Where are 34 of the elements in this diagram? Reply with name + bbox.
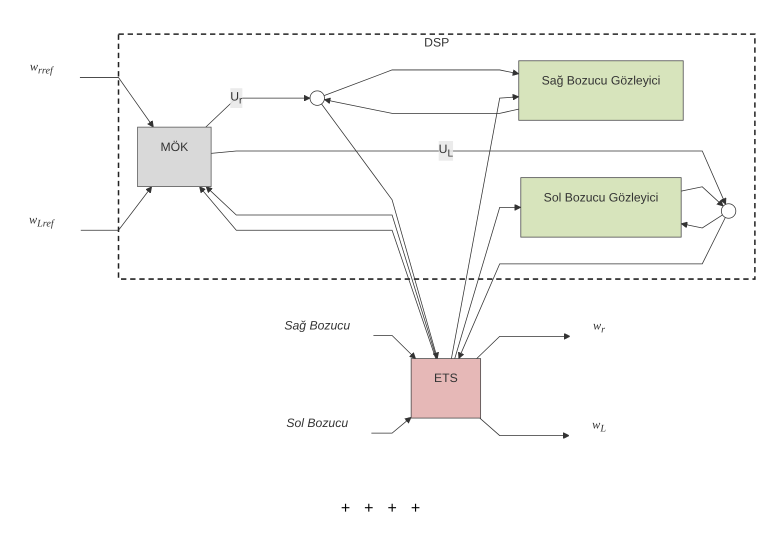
node-box: MÖK [137, 126, 212, 187]
plus-sign: + [410, 500, 420, 518]
arrow [205, 94, 310, 128]
node-box: Sağ Bozucu Gözleyici [518, 60, 684, 121]
plus-sign: + [340, 500, 350, 518]
node-box: Sol Bozucu Gözleyici [520, 177, 682, 238]
arrow [454, 204, 522, 359]
node-text: w$_{L}$ [592, 418, 606, 434]
edge-label: U$_{r}$ [230, 90, 242, 106]
arrow [210, 150, 726, 205]
arrow [321, 103, 439, 359]
arrow [680, 214, 723, 228]
arrow [324, 69, 520, 96]
arrow [80, 186, 152, 231]
plus-sign: + [364, 500, 374, 518]
arrow [680, 186, 724, 206]
node-text: w$_{Lref}$ [28, 213, 54, 229]
node-text: w$_{r}$ [593, 319, 606, 335]
node-box: ETS [410, 358, 482, 418]
arrow [479, 418, 570, 439]
node-text: Sağ Bozucu [284, 319, 350, 332]
arrow [370, 416, 412, 434]
arrow [476, 332, 570, 359]
node-circle [310, 90, 325, 106]
node-text: Sol Bozucu [286, 416, 348, 430]
arrow [458, 216, 726, 359]
edge-label: U$_{L}$ [438, 143, 454, 159]
node-text: w$_{rref}$ [30, 60, 53, 76]
arrow [372, 334, 416, 359]
node-circle [720, 203, 736, 218]
arrow [324, 97, 520, 114]
arrow [451, 94, 520, 359]
plus-sign: + [388, 500, 397, 518]
arrow [79, 77, 154, 128]
